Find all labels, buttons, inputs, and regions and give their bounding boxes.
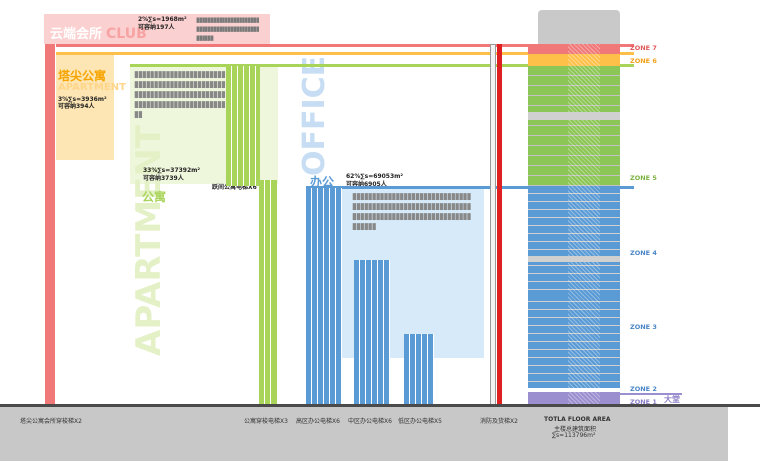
- caption-total-value: ∑s=113796m²: [552, 432, 596, 439]
- apartment-stat: 33%∑s=37392m²: [143, 167, 201, 174]
- apartment-shuttle-shaft-1: [259, 180, 265, 406]
- zone6-label: ZONE 6: [630, 57, 657, 65]
- apartment-top-capacity: 可容纳394人: [58, 103, 95, 110]
- ground-band: [0, 407, 728, 461]
- tower-zone3: [528, 294, 620, 388]
- apartment-top-bg: [56, 54, 114, 160]
- apartment-top-connector-line: [56, 52, 634, 55]
- tower-body: [528, 22, 620, 408]
- caption-office-low: 低区办公电梯X5: [398, 418, 442, 425]
- tower-zone4: [528, 186, 620, 294]
- zone2-label: ZONE 2: [630, 385, 657, 393]
- club-title-cn: 云端会所: [50, 27, 103, 42]
- club-people: ▮▮▮▮▮▮▮▮▮▮▮▮▮▮▮▮▮▮▮▮▮▮▮▮▮▮▮▮▮▮▮▮▮▮▮▮▮▮▮▮…: [196, 16, 260, 42]
- tower-refuge-band: [528, 112, 620, 120]
- apartment-big-en: APARTMENT: [129, 125, 169, 356]
- tower-refuge-band-2: [528, 256, 620, 262]
- tower-zone6: [528, 54, 620, 66]
- apartment-connector-line: [130, 64, 634, 67]
- zone3-label: ZONE 3: [630, 323, 657, 331]
- club-connector-line: [44, 44, 634, 47]
- office-mid-elevators: [354, 260, 390, 406]
- apartment-people: ▮▮▮▮▮▮▮▮▮▮▮▮▮▮▮▮▮▮▮▮▮▮▮▮▮▮▮▮▮▮▮▮▮▮▮▮▮▮▮▮…: [134, 70, 226, 120]
- office-high-elevators: [306, 188, 342, 406]
- office-stat: 62%∑s=69053m²: [346, 173, 404, 180]
- office-people: ▮▮▮▮▮▮▮▮▮▮▮▮▮▮▮▮▮▮▮▮▮▮▮▮▮▮▮▮▮▮▮▮▮▮▮▮▮▮▮▮…: [352, 192, 472, 232]
- caption-club-shuttle: 塔尖公寓会所穿梭梯X2: [20, 418, 82, 425]
- club-capacity: 可容纳197人: [138, 24, 175, 31]
- lobby-line: [620, 393, 682, 395]
- caption-office-mid: 中区办公电梯X6: [348, 418, 392, 425]
- zone4-label: ZONE 4: [630, 249, 657, 257]
- club-zone-bg: [44, 14, 270, 44]
- office-capacity: 可容纳6905人: [346, 181, 387, 188]
- club-title-en: CLUB: [106, 26, 147, 42]
- club-shuttle-shaft: [44, 44, 56, 406]
- apartment-shuttle-shaft-3: [271, 180, 277, 406]
- apartment-top-title-cn: 塔尖公寓: [58, 69, 107, 83]
- zone5-label: ZONE 5: [630, 174, 657, 182]
- apartment-elevator-label: 跃间公寓电梯X6: [212, 184, 257, 191]
- ground-line: [0, 404, 760, 407]
- caption-office-high: 高区办公电梯X6: [296, 418, 340, 425]
- fire-freight-shaft-2: [497, 44, 502, 406]
- caption-apartment-shuttle: 公寓穿梭电梯X3: [244, 418, 288, 425]
- office-title-cn: 办公: [310, 175, 335, 189]
- lobby-label: 大堂: [664, 395, 680, 404]
- apartment-top-stat: 3%∑s=3936m²: [58, 96, 107, 103]
- office-connector-line: [306, 186, 634, 189]
- tower-zone5: [528, 66, 620, 186]
- apartment-skip-elevators: [226, 66, 260, 186]
- caption-fire-freight: 消防及货梯X2: [480, 418, 518, 425]
- club-stat: 2%∑s=1968m²: [138, 16, 187, 23]
- caption-total-cn: 主楼总建筑面积: [554, 426, 597, 433]
- tower-core: [568, 44, 600, 408]
- tower-zone7: [528, 44, 620, 54]
- zone7-label: ZONE 7: [630, 44, 657, 52]
- office-big-en: OFFICE: [297, 55, 332, 176]
- zone1-label: ZONE 1: [630, 398, 657, 406]
- office-low-elevators: [404, 334, 434, 406]
- apartment-shuttle-shaft-2: [265, 180, 271, 406]
- tower-crown: [538, 10, 620, 46]
- apartment-top-title-en: APARTMENT: [58, 82, 126, 93]
- caption-total-title: TOTLA FLOOR AREA: [544, 416, 611, 423]
- apartment-capacity: 可容纳3739人: [143, 175, 184, 182]
- apartment-title-cn: 公寓: [142, 190, 167, 204]
- fire-freight-shaft-1: [490, 44, 496, 406]
